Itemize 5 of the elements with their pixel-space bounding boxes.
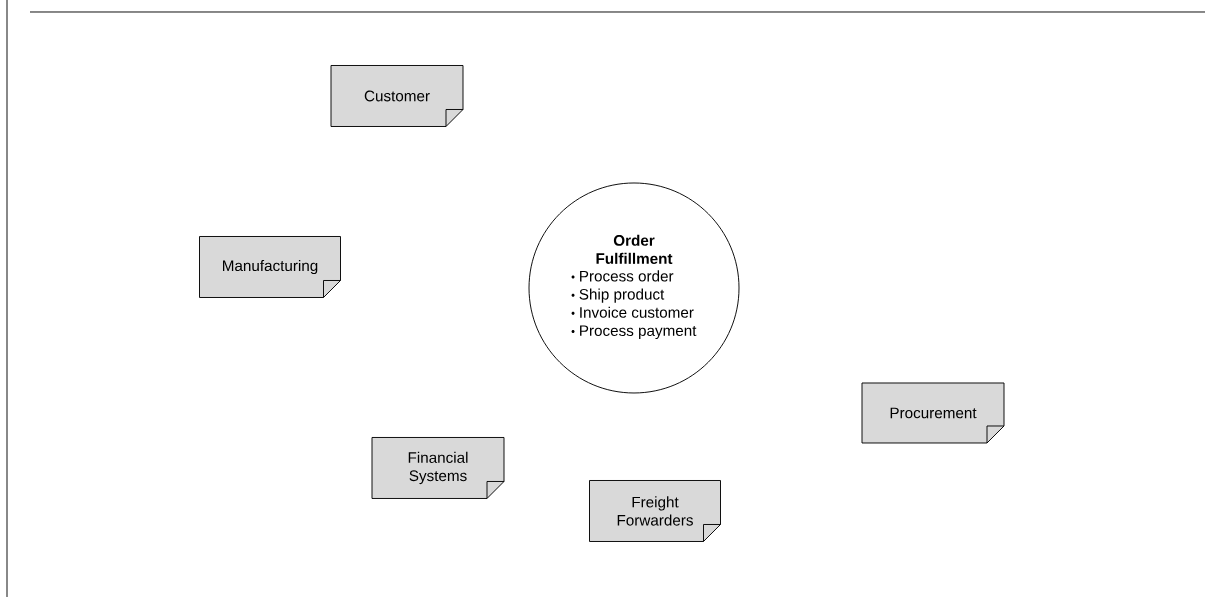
note-box: Procurement <box>861 382 1005 444</box>
note-box: Freight Forwarders <box>589 480 721 542</box>
note-box: Customer <box>330 65 464 127</box>
note-box: Financial Systems <box>371 437 505 499</box>
note-box: Manufacturing <box>199 236 341 298</box>
